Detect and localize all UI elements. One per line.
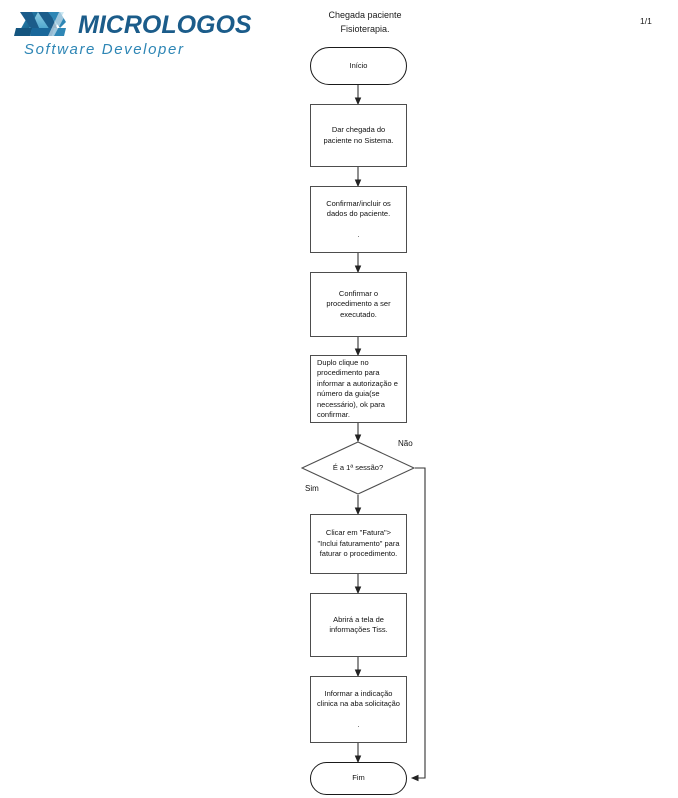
node-dar-chegada[interactable]: Dar chegada do paciente no Sistema. [310, 104, 407, 167]
node-start-label: Início [349, 60, 368, 70]
node-clicar-fatura[interactable]: Clicar em "Fatura"> "Inclui faturamento"… [310, 514, 407, 574]
micrologos-m-mark-icon [14, 10, 68, 36]
node-duplo-clique-label: Duplo clique no procedimento para inform… [317, 357, 398, 420]
page-indicator: 1/1 [640, 16, 652, 26]
node-indicacao-clinica-label: Informar a indicação clinica na aba soli… [317, 688, 400, 730]
node-tela-tiss-label: Abrirá a tela de informações Tiss. [329, 614, 388, 635]
edge-decisao-nao-to-fim [410, 467, 426, 782]
branch-label-sim: Sim [305, 484, 319, 493]
node-confirmar-dados-label: Confirmar/incluir os dados do paciente. … [326, 198, 391, 240]
node-decisao-label: É a 1ª sessão? [332, 463, 384, 472]
node-tela-tiss[interactable]: Abrirá a tela de informações Tiss. [310, 593, 407, 657]
diagram-title-line-1: Chegada paciente [328, 10, 402, 20]
node-confirmar-procedimento[interactable]: Confirmar o procedimento a ser executado… [310, 272, 407, 337]
node-duplo-clique[interactable]: Duplo clique no procedimento para inform… [310, 355, 407, 423]
decision-diamond-shape [301, 441, 415, 495]
node-end-label: Fim [352, 773, 365, 783]
brand-name-text: MICROLOGOS [78, 11, 252, 39]
node-end[interactable]: Fim [310, 762, 407, 795]
brand-tagline-text: Software Developer [24, 41, 185, 58]
node-start[interactable]: Início [310, 47, 407, 85]
node-decisao-primeira-sessao[interactable]: É a 1ª sessão? [301, 441, 415, 495]
node-clicar-fatura-label: Clicar em "Fatura"> "Inclui faturamento"… [317, 528, 400, 559]
branch-label-nao: Não [398, 439, 413, 448]
node-confirmar-procedimento-label: Confirmar o procedimento a ser executado… [326, 288, 391, 319]
micrologos-logo: MICROLOGOS Software Developer [8, 4, 258, 60]
node-indicacao-clinica[interactable]: Informar a indicação clinica na aba soli… [310, 676, 407, 743]
diagram-title-line-2: Fisioterapia. [340, 24, 390, 34]
node-confirmar-dados[interactable]: Confirmar/incluir os dados do paciente. … [310, 186, 407, 253]
diagram-title: Chegada paciente Fisioterapia. [290, 8, 440, 36]
node-dar-chegada-label: Dar chegada do paciente no Sistema. [323, 125, 394, 145]
